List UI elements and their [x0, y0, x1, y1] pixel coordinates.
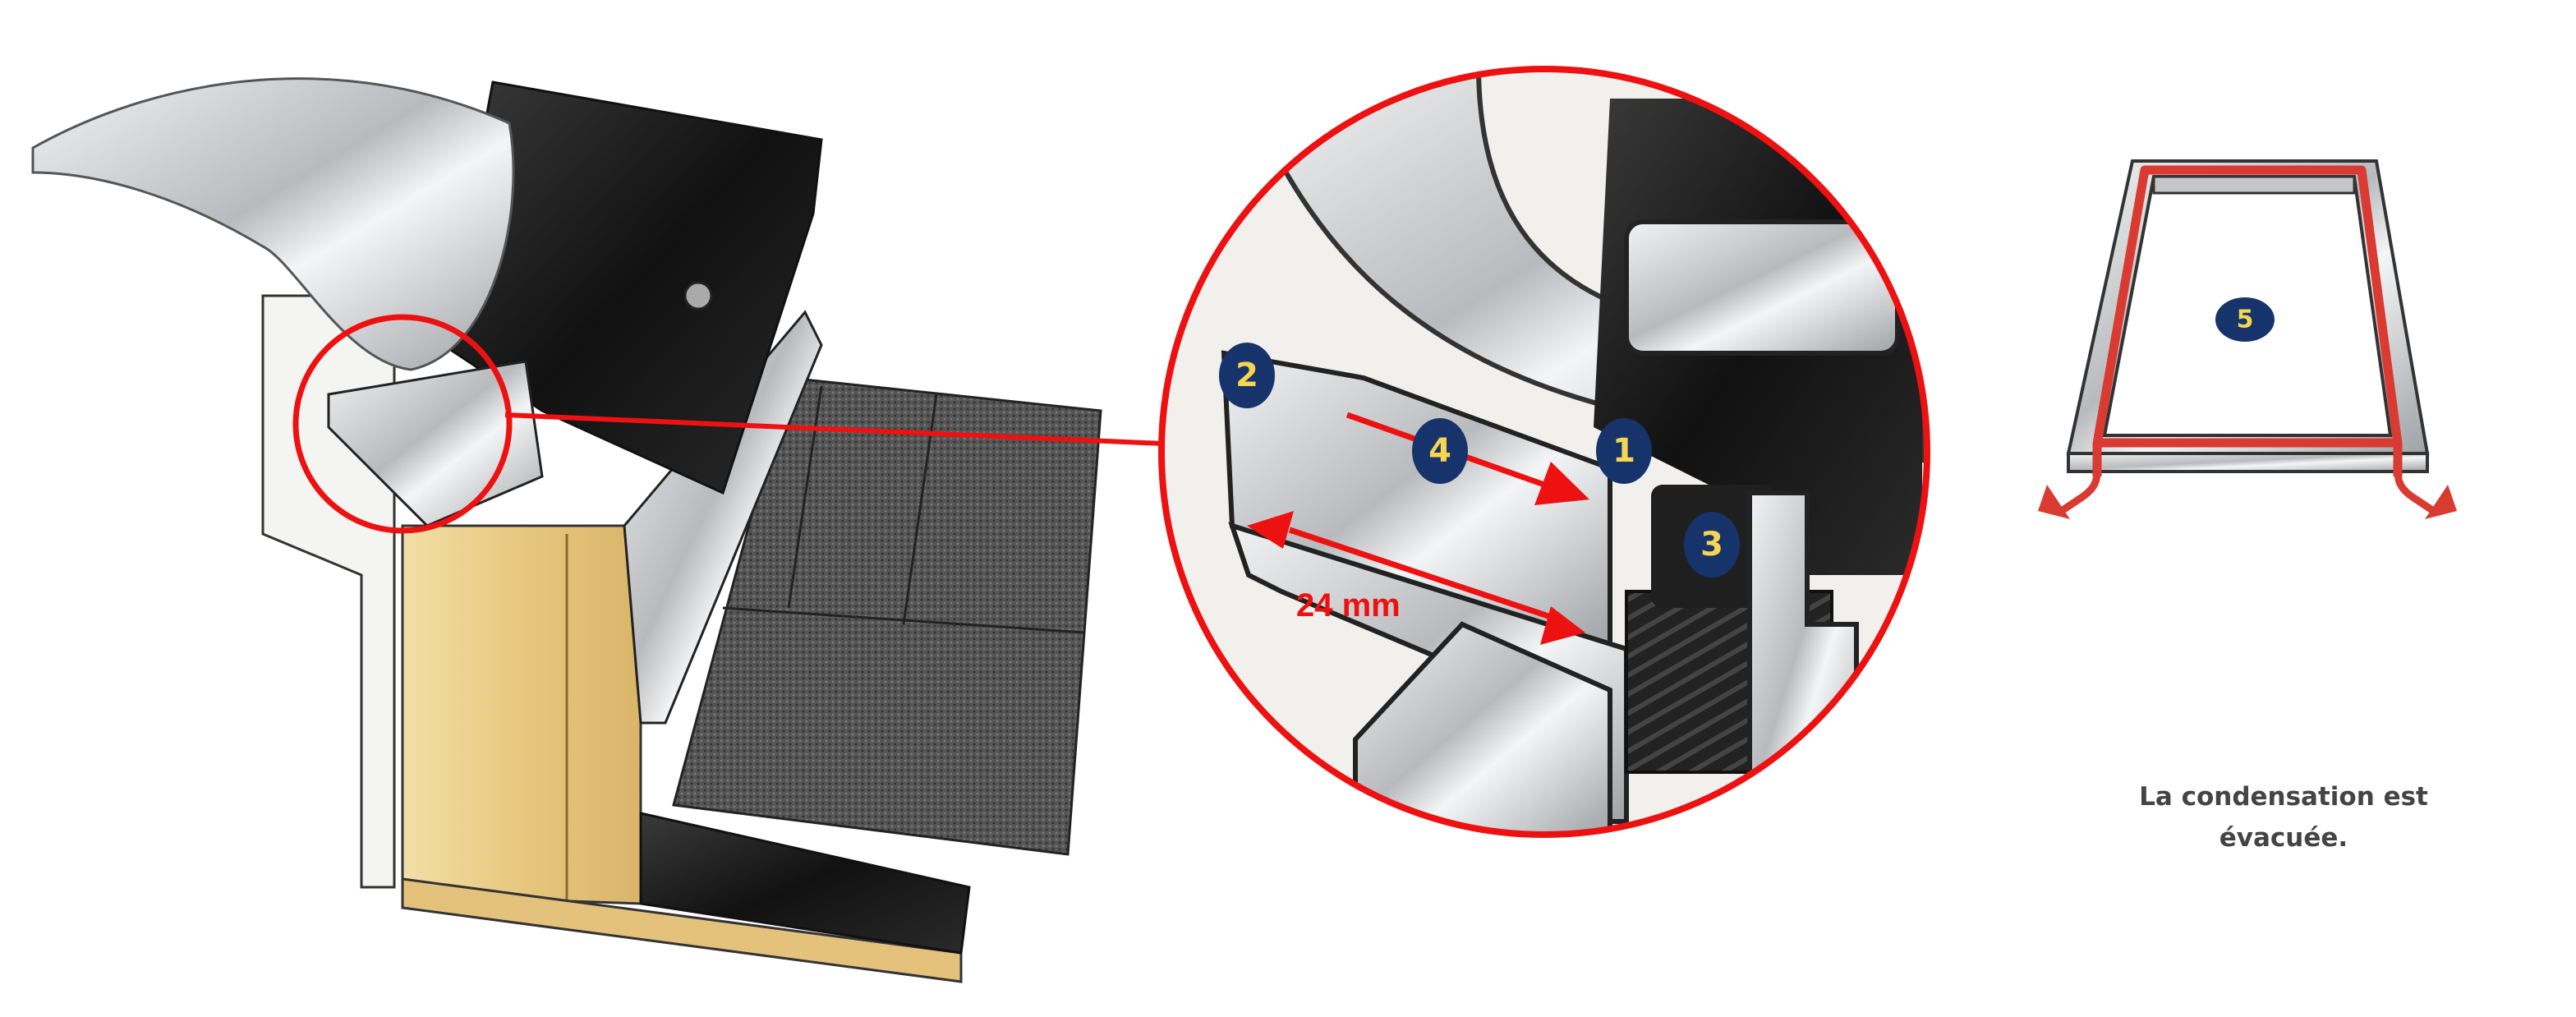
caption-line-2: évacuée.: [2219, 823, 2348, 853]
dimension-label: 24 mm: [1296, 587, 1401, 624]
wooden-upstand: [401, 524, 642, 905]
dimension-arrow: [1288, 527, 1562, 624]
svg-text:2: 2: [1235, 357, 1258, 394]
svg-text:4: 4: [1428, 432, 1451, 470]
drainage-frame-diagram: 5: [2038, 159, 2457, 519]
svg-text:3: 3: [1700, 526, 1723, 564]
base-plank: [401, 877, 963, 983]
zoom-detail: 24 mm 2 4 1 3: [1158, 66, 1930, 838]
wall-lining: [261, 294, 396, 889]
dimension-arrowhead-right: [1540, 606, 1585, 645]
screw: [683, 281, 713, 311]
drain-arrow-right: [2394, 472, 2440, 517]
flashing: [639, 812, 971, 955]
caption-line-1: La condensation est: [2139, 782, 2428, 812]
dome-glazing: [31, 77, 515, 371]
aluminium-upstand: [623, 310, 823, 725]
leader-line: [504, 412, 1164, 446]
callout-badge-5: 5: [2215, 297, 2275, 342]
dimension-arrowhead-left: [1247, 511, 1294, 549]
black-frame: [442, 81, 823, 495]
drain-arrow-left: [2055, 472, 2101, 517]
shingles-upper: [672, 376, 1102, 856]
callout-badge-3: 3: [1684, 512, 1740, 578]
flow-arrowhead: [1534, 462, 1589, 505]
svg-text:1: 1: [1612, 432, 1635, 470]
frame-inner-lip: [2152, 175, 2356, 195]
callout-badge-4: 4: [1412, 418, 1468, 484]
callout-badge-2: 2: [1219, 343, 1275, 408]
frame-slab: [2067, 452, 2429, 473]
condensation-channel-path: [2092, 165, 2403, 476]
condensation-caption: La condensation est évacuée.: [2078, 776, 2489, 858]
zoom-circle-border: [1158, 66, 1930, 838]
dome-clip: [1624, 219, 1900, 356]
svg-text:5: 5: [2237, 306, 2254, 334]
roof-section-illustration: [31, 77, 1164, 983]
drain-arrowhead-left: [2038, 485, 2070, 519]
drain-arrowhead-right: [2425, 485, 2457, 519]
detail-highlight-circle: [292, 314, 513, 534]
callout-badge-1: 1: [1596, 418, 1652, 484]
